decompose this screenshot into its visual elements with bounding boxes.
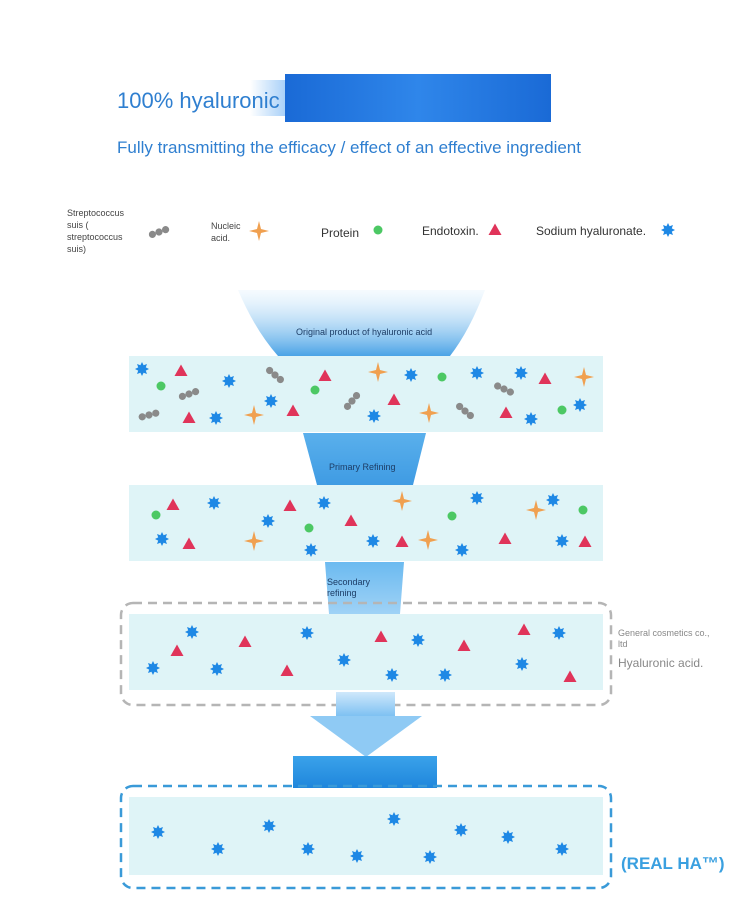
legend-sodium-hyaluronate-label: Sodium hyaluronate. bbox=[536, 224, 647, 238]
sodium-hyaluronate-particle bbox=[555, 534, 569, 548]
band-primary-particles bbox=[151, 491, 592, 557]
protein-particle bbox=[151, 510, 161, 520]
sodium-hyaluronate-particle bbox=[210, 662, 224, 676]
funnel-secondary bbox=[325, 562, 404, 614]
sodium-hyaluronate-particle bbox=[300, 626, 314, 640]
general-company-label: General cosmetics co., ltd bbox=[618, 628, 710, 649]
band-original bbox=[129, 356, 603, 432]
sodium-hyaluronate-particle bbox=[515, 657, 529, 671]
sodium-hyaluronate-particle bbox=[211, 842, 225, 856]
sodium-hyaluronate-particle bbox=[470, 366, 484, 380]
sodium-hyaluronate-particle bbox=[552, 626, 566, 640]
legend-sodium-hyaluronate-icon bbox=[661, 223, 675, 237]
protein-particle bbox=[557, 405, 567, 415]
sodium-hyaluronate-particle bbox=[146, 661, 160, 675]
protein-particle bbox=[304, 523, 314, 533]
legend-nucleic-acid-icon bbox=[249, 221, 269, 241]
legend-streptococcus-label: Streptococcus suis ( streptococcus suis) bbox=[67, 208, 125, 254]
stage-original-label: Original product of hyaluronic acid bbox=[296, 327, 433, 337]
sodium-hyaluronate-particle bbox=[555, 842, 569, 856]
sodium-hyaluronate-particle bbox=[155, 532, 169, 546]
real-ha-label: (REAL HA™) bbox=[621, 854, 725, 873]
sodium-hyaluronate-particle bbox=[385, 668, 399, 682]
funnel-primary bbox=[303, 433, 426, 485]
page-subtitle: Fully transmitting the efficacy / effect… bbox=[117, 138, 581, 157]
sodium-hyaluronate-particle bbox=[423, 850, 437, 864]
sodium-hyaluronate-particle bbox=[411, 633, 425, 647]
legend-protein-label: Protein bbox=[321, 226, 360, 240]
sodium-hyaluronate-particle bbox=[301, 842, 315, 856]
sodium-hyaluronate-particle bbox=[222, 374, 236, 388]
sodium-hyaluronate-particle bbox=[501, 830, 515, 844]
stage-secondary-label: Secondary refining bbox=[327, 577, 371, 598]
arrow-head bbox=[310, 716, 422, 757]
sodium-hyaluronate-particle bbox=[207, 496, 221, 510]
sodium-hyaluronate-particle bbox=[366, 534, 380, 548]
legend-streptococcus-icon bbox=[147, 224, 171, 240]
sodium-hyaluronate-particle bbox=[337, 653, 351, 667]
title-highlight-fade bbox=[250, 80, 290, 116]
sodium-hyaluronate-particle bbox=[573, 398, 587, 412]
protein-particle bbox=[437, 372, 447, 382]
band-final bbox=[129, 797, 603, 875]
protein-particle bbox=[447, 511, 457, 521]
sodium-hyaluronate-particle bbox=[404, 368, 418, 382]
sodium-hyaluronate-particle bbox=[546, 493, 560, 507]
sodium-hyaluronate-particle bbox=[262, 819, 276, 833]
title-highlight-block bbox=[285, 74, 551, 122]
sodium-hyaluronate-particle bbox=[454, 823, 468, 837]
sodium-hyaluronate-particle bbox=[264, 394, 278, 408]
legend-endotoxin-label: Endotoxin. bbox=[422, 224, 479, 238]
funnel-original bbox=[238, 290, 485, 356]
sodium-hyaluronate-particle bbox=[135, 362, 149, 376]
sodium-hyaluronate-particle bbox=[304, 543, 318, 557]
sodium-hyaluronate-particle bbox=[317, 496, 331, 510]
sodium-hyaluronate-particle bbox=[151, 825, 165, 839]
sodium-hyaluronate-particle bbox=[367, 409, 381, 423]
protein-particle bbox=[156, 381, 166, 391]
sodium-hyaluronate-particle bbox=[524, 412, 538, 426]
legend-endotoxin-icon bbox=[488, 223, 502, 235]
sodium-hyaluronate-particle bbox=[209, 411, 223, 425]
sodium-hyaluronate-particle bbox=[470, 491, 484, 505]
general-product-label: Hyaluronic acid. bbox=[618, 656, 704, 670]
band-secondary bbox=[129, 614, 603, 690]
sodium-hyaluronate-particle bbox=[185, 625, 199, 639]
legend-protein-icon bbox=[373, 225, 383, 235]
arrow-stem bbox=[336, 692, 395, 716]
sodium-hyaluronate-particle bbox=[438, 668, 452, 682]
real-ha-box bbox=[119, 784, 613, 890]
final-refining-bar bbox=[293, 756, 437, 788]
legend-nucleic-acid-label: Nucleic acid. bbox=[211, 221, 241, 243]
stage-primary-label: Primary Refining bbox=[329, 462, 396, 472]
sodium-hyaluronate-particle bbox=[455, 543, 469, 557]
sodium-hyaluronate-particle bbox=[261, 514, 275, 528]
protein-particle bbox=[578, 505, 588, 515]
sodium-hyaluronate-particle bbox=[387, 812, 401, 826]
sodium-hyaluronate-particle bbox=[514, 366, 528, 380]
band-original-particles bbox=[135, 362, 594, 426]
band-primary bbox=[129, 485, 603, 561]
protein-particle bbox=[310, 385, 320, 395]
sodium-hyaluronate-particle bbox=[350, 849, 364, 863]
